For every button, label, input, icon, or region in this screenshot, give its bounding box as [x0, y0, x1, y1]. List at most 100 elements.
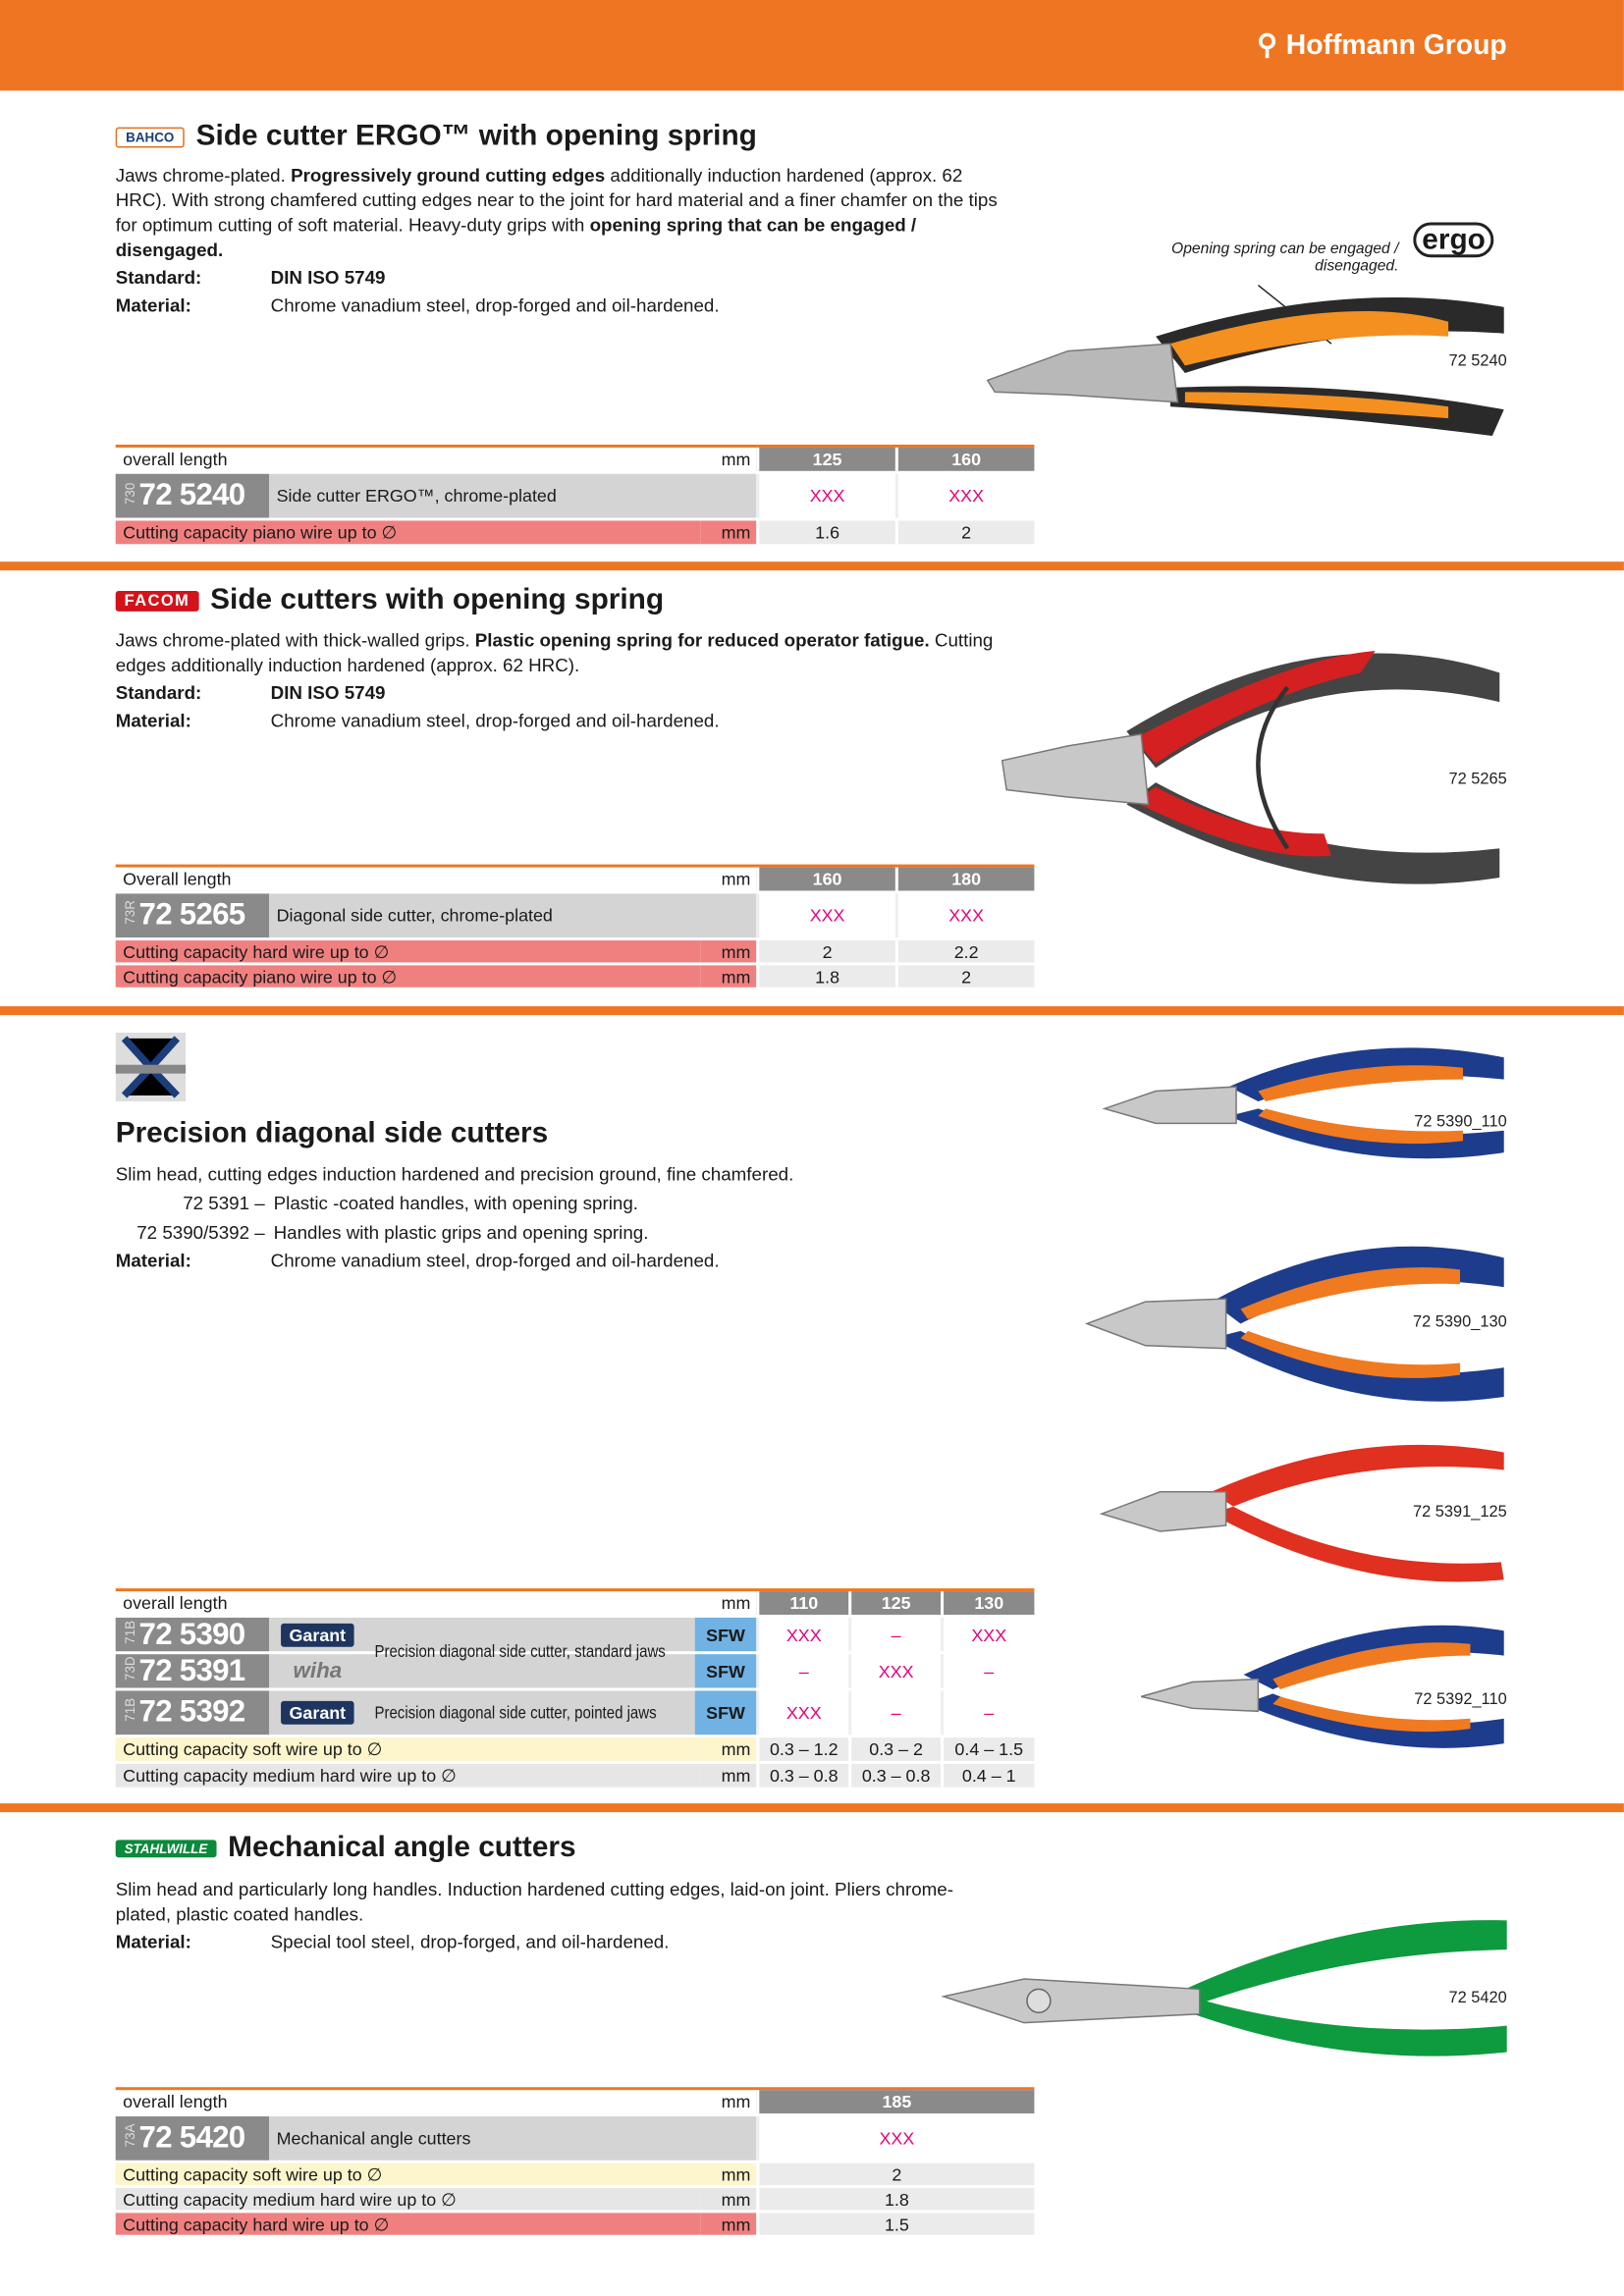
- s1-desc-2: additionally induction hardened (approx.…: [115, 165, 998, 236]
- bahco-logo: BAHCO: [115, 126, 185, 147]
- section-description: Slim head, cutting edges induction harde…: [115, 1164, 794, 1185]
- s3-table-rows-2-code: 72 5392: [138, 1694, 246, 1730]
- pliers-image-725265: [1001, 651, 1500, 884]
- table-cell: Garant: [269, 1690, 366, 1735]
- hoffmann-logo: ⚲Hoffmann Group: [1257, 29, 1507, 63]
- image-label: 72 5392_110: [1414, 1690, 1507, 1709]
- pliers-image-725390-110: [1102, 1047, 1504, 1159]
- section-description: Slim head and particularly long handles.…: [115, 1879, 953, 1925]
- s4-table-cap-2-unit: mm: [700, 2213, 757, 2235]
- s2-table-cap-0-unit: mm: [700, 940, 757, 963]
- section-divider: [0, 561, 1624, 571]
- s3-table-sizes-1: 125: [848, 1591, 942, 1615]
- garant-logo: Garant: [280, 1700, 355, 1725]
- s1-table-prices-0: XXX: [756, 473, 895, 518]
- table-row: Cutting capacity medium hard wire up to …: [115, 2188, 1035, 2214]
- s2-desc-1: Plastic opening spring for reduced opera…: [474, 630, 930, 652]
- s3-table-cap-1-values-1: 0.3 – 0.8: [848, 1763, 942, 1788]
- name-standard-jaws: Precision diagonal side cutter, standard…: [374, 1640, 666, 1662]
- title-text: Side cutter ERGO™ with opening spring: [195, 120, 757, 152]
- s2-table-sizes-0: 160: [756, 867, 895, 891]
- s4-table-name: Mechanical angle cutters: [269, 2116, 757, 2161]
- s1-desc-3: opening spring that can be engaged / dis…: [115, 215, 917, 261]
- s3-table-cap-1-unit: mm: [700, 1763, 757, 1788]
- s3-table-sizes-0: 110: [756, 1591, 849, 1615]
- s3-table-rows-1-prices-0: –: [756, 1654, 849, 1688]
- precision-cutter-icon: [115, 1032, 187, 1101]
- s2-table-cap-1-label: Cutting capacity piano wire up to ∅: [115, 965, 701, 988]
- s3-variants-0-k: 72 5391 –: [183, 1193, 265, 1214]
- s3-table-rows-1-prices-2: –: [941, 1654, 1035, 1688]
- specs: Standard:DIN ISO 5749 Material:Chrome va…: [116, 680, 720, 736]
- table-cell: Garant: [269, 1617, 366, 1652]
- s1-desc-1: Progressively ground cutting edges: [291, 165, 606, 187]
- s3-table-rows-2-prices-1: –: [848, 1690, 942, 1735]
- s3-table-cap-0-values-0: 0.3 – 1.2: [756, 1737, 849, 1761]
- s4-table-prices-0: XXX: [756, 2116, 1035, 2161]
- specs: Standard:DIN ISO 5749 Material:Chrome va…: [116, 265, 720, 321]
- s3-variants-1-v: Handles with plastic grips and opening s…: [273, 1221, 649, 1243]
- s3-table-unit: mm: [721, 1592, 751, 1614]
- s2-table-prices-1: XXX: [894, 893, 1035, 938]
- s4-table-cap-2-label: Cutting capacity hard wire up to ∅: [115, 2213, 701, 2235]
- s1-table-sizes-0: 125: [756, 447, 895, 471]
- s2-table-cap-1-unit: mm: [700, 965, 757, 988]
- pliers-image-725391-125: [1099, 1444, 1504, 1582]
- s1-table-page: 730: [123, 482, 138, 506]
- s3-table-rows-0-prices-2: XXX: [941, 1617, 1035, 1652]
- s4-material: Special tool steel, drop-forged, and oil…: [270, 1932, 670, 1953]
- s3-table-cap-1-values-2: 0.4 – 1: [941, 1763, 1035, 1788]
- s1-table-prices-1: XXX: [894, 473, 1035, 518]
- s2-standard: DIN ISO 5749: [270, 682, 386, 704]
- section-divider: [0, 1803, 1624, 1813]
- spec-row: Material:Chrome vanadium steel, drop-for…: [116, 293, 720, 320]
- image-label: 72 5391_125: [1412, 1503, 1507, 1522]
- s3-table-sizes-2: 130: [941, 1591, 1035, 1615]
- section-title-bahco: BAHCO Side cutter ERGO™ with opening spr…: [115, 120, 757, 153]
- s2-table-code: 72 5265: [138, 897, 246, 933]
- name-pointed-jaws: Precision diagonal side cutter, pointed …: [374, 1702, 657, 1724]
- s3-table-cap-0-label: Cutting capacity soft wire up to ∅: [115, 1737, 701, 1761]
- s3-table-cap-0-unit: mm: [700, 1737, 757, 1761]
- image-label: 72 5240: [1448, 352, 1507, 370]
- s1-table-cap-0-values-0: 1.6: [756, 520, 895, 545]
- s4-table-cap-0-values-0: 2: [756, 2163, 1035, 2186]
- s2-desc-0: Jaws chrome-plated with thick-walled gri…: [115, 630, 475, 652]
- s3-variants-1-k: 72 5390/5392 –: [136, 1221, 265, 1243]
- s3-title: Precision diagonal side cutters: [115, 1117, 549, 1150]
- s4-table-page: 73A: [123, 2123, 138, 2148]
- s3-variants-0-v: Plastic -coated handles, with opening sp…: [273, 1193, 638, 1214]
- table-cell: wiha: [269, 1654, 366, 1688]
- specs: Material:Special tool steel, drop-forged…: [116, 1929, 670, 1956]
- s3-table-rows-2-prices-0: XXX: [756, 1690, 849, 1735]
- spec-row: Standard:DIN ISO 5749: [116, 265, 720, 293]
- s2-table-page: 73R: [123, 900, 138, 925]
- header-bar: [0, 0, 1624, 91]
- image-label: 72 5390_130: [1412, 1313, 1507, 1331]
- s2-table-head: Overall length: [123, 869, 232, 889]
- section-description: Jaws chrome-plated with thick-walled gri…: [116, 629, 1008, 679]
- s2-standard_label: Standard:: [115, 682, 202, 704]
- wiha-logo: wiha: [293, 1658, 343, 1683]
- s3-table-cap-0-values-2: 0.4 – 1.5: [941, 1737, 1035, 1761]
- s1-material_label: Material:: [115, 294, 191, 316]
- s1-standard_label: Standard:: [115, 267, 202, 289]
